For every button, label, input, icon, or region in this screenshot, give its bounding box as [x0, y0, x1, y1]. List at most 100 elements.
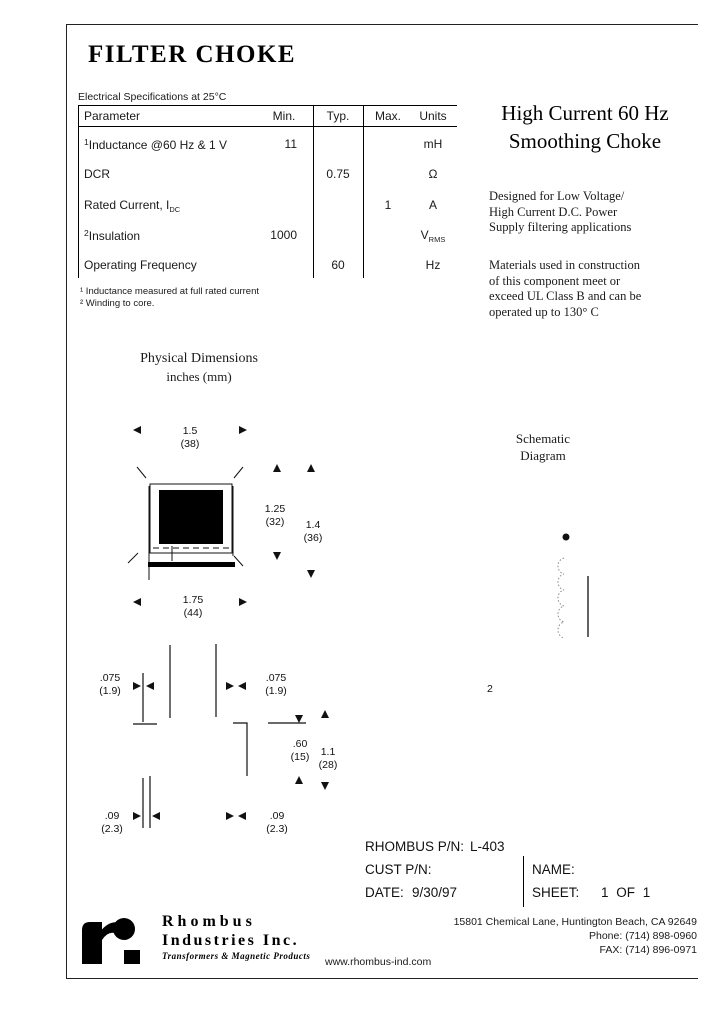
phone-line: Phone: (714) 898-0960 — [589, 930, 697, 942]
top-view-dim-labels: 1.5 (38) 1.25 (32) 1.4 (36) 1.75 (44) — [181, 425, 323, 619]
dim-label: 1.75 — [183, 594, 204, 606]
dim-arrow-left — [133, 426, 141, 434]
typ-value: 0.75 — [326, 167, 350, 181]
table-divider — [313, 106, 314, 278]
rhombus-logo-icon — [82, 918, 140, 964]
dim-arrow-left — [133, 598, 141, 606]
text-line: operated up to 130° C — [489, 304, 599, 319]
rhombus-pn-label: RHOMBUS P/N: — [365, 839, 465, 854]
company-line1: Rhombus — [162, 913, 256, 930]
schematic-drawing: 2 — [487, 533, 589, 695]
dim-label-mm: (1.9) — [99, 685, 121, 697]
dim-label-mm: (2.3) — [266, 823, 288, 835]
param-name: Insulation — [88, 229, 141, 243]
dim-arrow-down — [321, 782, 329, 790]
mounting-base — [148, 562, 235, 567]
side-view-drawing — [133, 644, 306, 828]
inductor-coil-symbol — [557, 557, 565, 639]
param-name: DCR — [84, 167, 110, 181]
description-paragraph-2: Materials used in construction of this c… — [489, 258, 641, 320]
text-line: Designed for Low Voltage/ — [489, 189, 625, 203]
units-value: A — [428, 198, 437, 212]
dim-arrow-right — [239, 426, 247, 434]
info-table-divider — [523, 856, 524, 907]
units-note: inches (mm) — [166, 369, 232, 384]
dim-label-mm: (36) — [304, 532, 323, 544]
date-label: DATE: — [365, 885, 404, 900]
leader-tick — [233, 466, 244, 479]
fax-line: FAX: (714) 896-0971 — [599, 944, 697, 956]
company-name: Rhombus Industries Inc. Transformers & M… — [162, 912, 310, 962]
leader-tick — [127, 552, 139, 564]
dim-arrow-left — [146, 682, 154, 690]
table-header-row: Parameter Min. Typ. Max. Units — [79, 106, 457, 127]
table-divider — [363, 106, 364, 278]
units-subscript: RMS — [428, 235, 446, 244]
param-subscript: DC — [169, 205, 181, 214]
param-name: Rated Current, I — [84, 198, 170, 212]
units-value: Ω — [428, 167, 438, 181]
headline-line2: Smoothing Choke — [508, 129, 662, 153]
dim-label: .075 — [266, 672, 287, 684]
terminal-dot — [562, 533, 570, 541]
dim-label-mm: (44) — [184, 607, 203, 619]
dim-label: .09 — [270, 810, 285, 822]
dim-label: .075 — [100, 672, 121, 684]
typ-value: 60 — [331, 258, 345, 272]
dim-label: .60 — [293, 738, 308, 750]
min-value: 11 — [284, 137, 297, 151]
param-name: Operating Frequency — [84, 258, 197, 272]
schematic-heading: Schematic Diagram — [492, 430, 594, 464]
table-row: Operating Frequency 60 Hz — [79, 249, 457, 279]
dim-label-mm: (28) — [319, 759, 338, 771]
dim-arrow-left — [238, 682, 246, 690]
text-line: Supply filtering applications — [489, 220, 632, 234]
units-value: V — [420, 228, 429, 242]
col-header-units: Units — [419, 109, 447, 123]
text-line: High Current D.C. Power — [489, 204, 618, 219]
dim-arrow-down — [295, 715, 303, 723]
description-paragraph-1: Designed for Low Voltage/ High Current D… — [489, 189, 631, 236]
page-border — [66, 24, 698, 979]
bobbin-outline — [149, 483, 233, 554]
logo-ball — [113, 918, 135, 940]
leader-tick — [233, 555, 244, 567]
product-headline: High Current 60 Hz Smoothing Choke — [468, 99, 702, 155]
min-value: 1000 — [270, 228, 297, 242]
leader-tick — [136, 466, 147, 479]
dimension-drawing: 1.5 (38) 1.25 (32) 1.4 (36) 1.75 (44) .0… — [99, 425, 338, 835]
max-value: 1 — [384, 198, 392, 212]
dim-arrow-right — [226, 682, 234, 690]
units-value: mH — [423, 137, 443, 151]
top-view-drawing — [127, 426, 315, 606]
headline-line1: High Current 60 Hz — [501, 101, 669, 125]
footnote-ref: 2 — [84, 228, 89, 238]
cust-pn-label: CUST P/N: — [365, 862, 432, 877]
bent-lead — [233, 722, 248, 776]
dim-label-mm: (38) — [181, 438, 200, 450]
dim-arrow-up — [321, 710, 329, 718]
company-line2: Industries Inc. — [162, 932, 300, 949]
dim-label-mm: (15) — [291, 751, 310, 763]
rhombus-pn-value: L-403 — [470, 839, 505, 854]
dim-arrow-up — [307, 464, 315, 472]
sheet-label: SHEET: — [532, 885, 580, 900]
dim-arrow-left — [238, 812, 246, 820]
dim-label: 1.5 — [183, 425, 198, 437]
dim-arrow-down — [307, 570, 315, 578]
dim-label: .09 — [105, 810, 120, 822]
col-header-parameter: Parameter — [84, 109, 141, 123]
dim-label-mm: (2.3) — [101, 823, 123, 835]
address-line: 15801 Chemical Lane, Huntington Beach, C… — [453, 916, 697, 928]
core-body — [159, 490, 223, 544]
dim-label: 1.1 — [321, 746, 336, 758]
text-line: exceed UL Class B and can be — [489, 289, 642, 303]
spec-section-label: Electrical Specifications at 25°C — [78, 91, 227, 103]
footnote-ref: 1 — [84, 137, 89, 147]
footnote-1: ¹ Inductance measured at full rated curr… — [80, 286, 260, 297]
dim-arrow-left — [152, 812, 160, 820]
name-label: NAME: — [532, 862, 575, 877]
side-view-arrows — [133, 682, 329, 820]
dim-arrow-right — [239, 598, 247, 606]
table-row: Rated Current, IDC 1 A — [79, 189, 457, 219]
